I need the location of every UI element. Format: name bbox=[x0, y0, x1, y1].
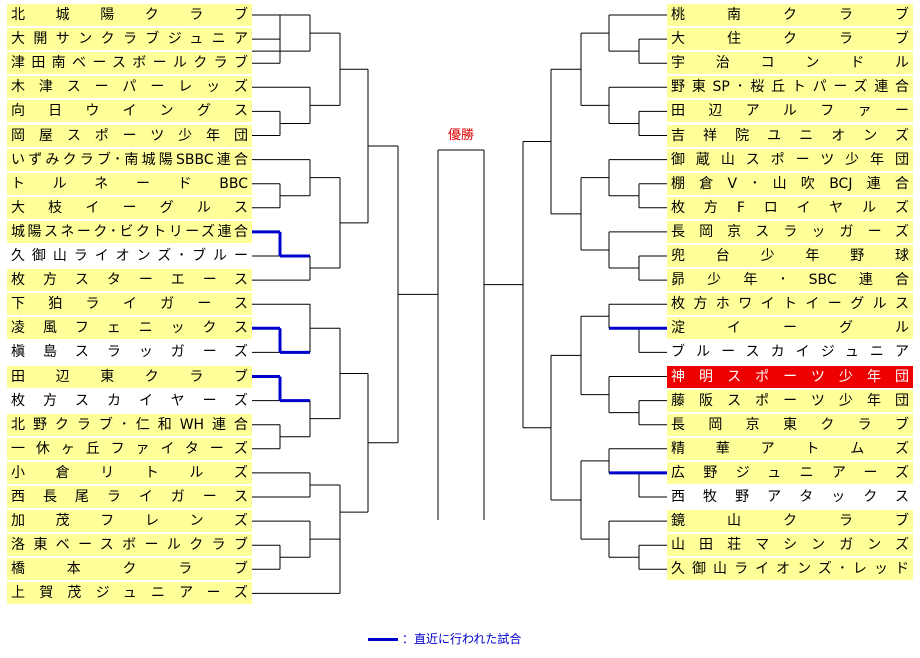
team-right-10: 長岡京スラッガーズ bbox=[667, 220, 913, 243]
team-right-19: 精華アトムズ bbox=[667, 437, 913, 460]
team-left-24: 橋本クラブ bbox=[7, 558, 252, 581]
team-left-17: 枚方スカイヤーズ bbox=[7, 389, 252, 412]
team-left-20: 小倉リトルズ bbox=[7, 461, 252, 484]
team-left-3: 津田南ベースボールクラブ bbox=[7, 52, 252, 75]
team-right-15: ブルースカイジュニア bbox=[667, 341, 913, 364]
team-right-12: 昴少年･SBC連合 bbox=[667, 269, 913, 292]
team-right-8: 棚倉V･山吹BCJ連合 bbox=[667, 172, 913, 195]
team-right-21: 西牧野アタックス bbox=[667, 486, 913, 508]
team-left-10: 城陽スネーク･ビクトリーズ連合 bbox=[7, 220, 252, 243]
team-left-1: 北城陽クラブ bbox=[7, 4, 252, 26]
legend: ：直近に行われた試合 bbox=[368, 630, 521, 648]
team-left-21: 西長尾ライガース bbox=[7, 486, 252, 508]
team-left-18: 北野クラブ･仁和WH連合 bbox=[7, 413, 252, 436]
team-left-4: 木津スーパーレッズ bbox=[7, 76, 252, 99]
team-right-11: 兜台少年野球 bbox=[667, 245, 913, 267]
team-left-22: 加茂フレンズ bbox=[7, 510, 252, 533]
team-right-22: 鏡山クラブ bbox=[667, 510, 913, 533]
team-left-6: 岡屋スポーツ少年団 bbox=[7, 124, 252, 147]
team-right-6: 吉祥院ユニオンズ bbox=[667, 124, 913, 147]
team-right-23: 山田荘マシンガンズ bbox=[667, 534, 913, 557]
team-left-9: 大枝イーグルス bbox=[7, 196, 252, 219]
team-left-14: 凌風フェニックス bbox=[7, 317, 252, 340]
team-left-2: 大開サンクラブジュニア bbox=[7, 28, 252, 51]
team-right-14: 淀イーグル bbox=[667, 317, 913, 340]
team-left-25: 上賀茂ジュニアーズ bbox=[7, 582, 252, 605]
team-right-7: 御蔵山スポーツ少年団 bbox=[667, 148, 913, 171]
team-right-5: 田辺アルファー bbox=[667, 100, 913, 123]
team-right-13: 枚方ホワイトイーグルス bbox=[667, 293, 913, 316]
team-right-4: 野東SP･桜丘トパーズ連合 bbox=[667, 76, 913, 99]
team-right-17: 藤阪スポーツ少年団 bbox=[667, 389, 913, 412]
team-left-13: 下狛ライガース bbox=[7, 293, 252, 316]
team-left-16: 田辺東クラブ bbox=[7, 365, 252, 388]
team-right-1: 桃南クラブ bbox=[667, 4, 913, 26]
team-left-12: 枚方スターエース bbox=[7, 269, 252, 292]
team-right-9: 枚方Fロイヤルズ bbox=[667, 196, 913, 219]
recent-match-line-icon bbox=[368, 638, 398, 641]
team-left-11: 久御山ライオンズ･ブルー bbox=[7, 245, 252, 267]
team-right-18: 長岡京東クラブ bbox=[667, 413, 913, 436]
team-left-19: 一休ヶ丘ファイターズ bbox=[7, 437, 252, 460]
team-left-23: 洛東ベースボールクラブ bbox=[7, 534, 252, 557]
team-left-15: 槇島スラッガーズ bbox=[7, 341, 252, 364]
legend-text: ：直近に行われた試合 bbox=[402, 632, 522, 646]
team-right-3: 宇治コンドル bbox=[667, 52, 913, 75]
champion-label: 優勝 bbox=[447, 128, 474, 143]
team-right-24: 久御山ライオンズ･レッド bbox=[667, 558, 913, 581]
team-right-16: 神明スポーツ少年団 bbox=[667, 365, 913, 388]
team-left-7: いずみクラブ･南城陽SBBC連合 bbox=[7, 148, 252, 171]
team-left-8: トルネードBBC bbox=[7, 172, 252, 195]
team-left-5: 向日ウイングス bbox=[7, 100, 252, 123]
team-right-20: 広野ジュニアーズ bbox=[667, 461, 913, 484]
team-right-2: 大住クラブ bbox=[667, 28, 913, 51]
